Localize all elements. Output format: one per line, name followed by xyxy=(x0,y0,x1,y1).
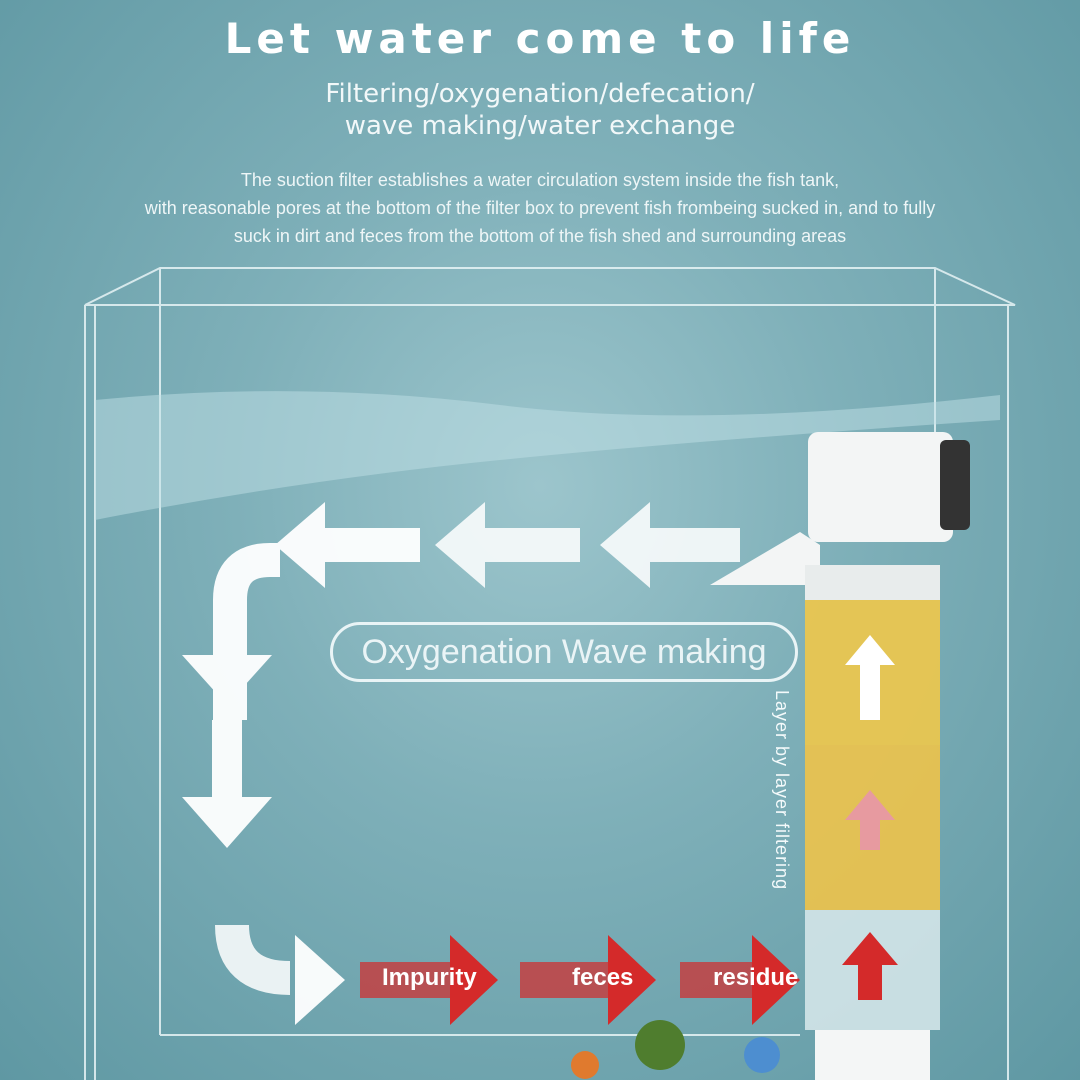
feces-label: feces xyxy=(572,964,634,991)
subtitle-line: wave making/water exchange xyxy=(344,111,736,141)
layer-filtering-label: Layer by layer filtering xyxy=(772,690,792,891)
subtitle-line: Filtering/oxygenation/defecation/ xyxy=(325,79,755,109)
white-arrows xyxy=(182,502,740,1025)
red-arrows xyxy=(360,935,800,1025)
residue-label: residue xyxy=(713,964,799,991)
description-line: suck in dirt and feces from the bottom o… xyxy=(233,226,847,246)
filter-device xyxy=(710,432,970,1080)
water-surface xyxy=(95,391,1000,520)
microbes xyxy=(571,1020,780,1079)
description: The suction filter establishes a water c… xyxy=(0,166,1080,250)
page-title: Let water come to life xyxy=(224,14,856,63)
oxygenation-label: Oxygenation Wave making xyxy=(330,622,798,682)
description-line: The suction filter establishes a water c… xyxy=(240,170,840,190)
description-line: with reasonable pores at the bottom of t… xyxy=(144,198,936,218)
impurity-label: Impurity xyxy=(382,964,477,991)
subtitle: Filtering/oxygenation/defecation/ wave m… xyxy=(0,78,1080,142)
